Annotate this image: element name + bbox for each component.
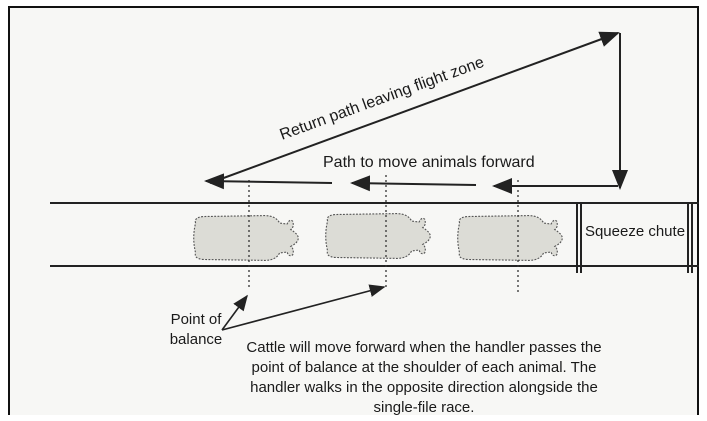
- return-path-label: Return path leaving flight zone: [278, 54, 487, 144]
- forward-path-label: Path to move animals forward: [323, 154, 535, 171]
- cow-1: [194, 216, 299, 261]
- point-of-balance-label: Point of balance: [156, 310, 236, 350]
- cow-3: [458, 216, 563, 261]
- forward-arrow-2: [352, 183, 476, 185]
- figure-caption: Cattle will move forward when the handle…: [234, 338, 614, 418]
- forward-arrow-3: [206, 181, 332, 183]
- cow-2: [326, 214, 431, 259]
- squeeze-chute-label: Squeeze chute: [583, 222, 687, 242]
- balance-pointer-arrow-2: [222, 287, 384, 330]
